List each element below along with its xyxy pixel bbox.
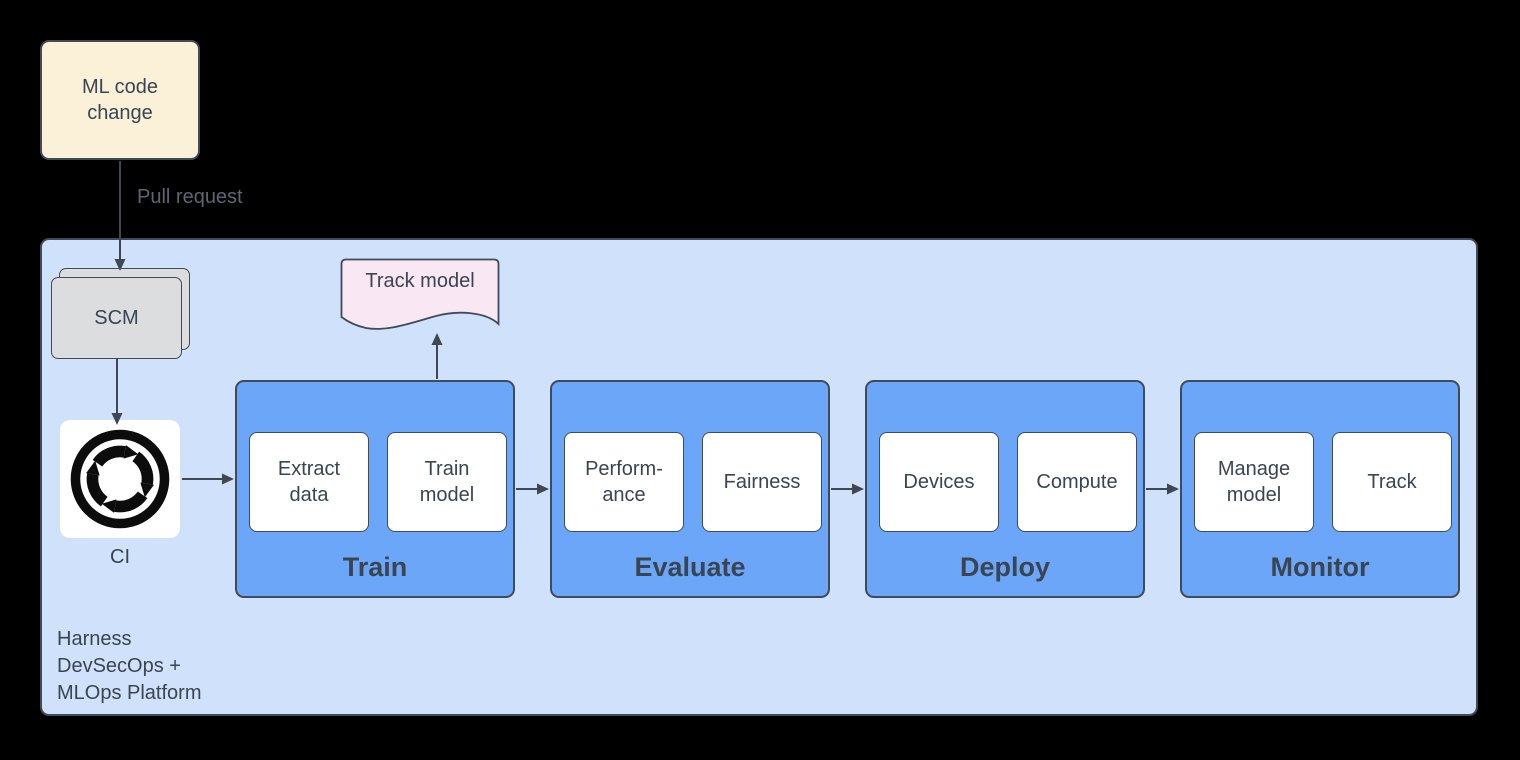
ci-label: CI (110, 546, 130, 568)
stage-deploy-label: Deploy (959, 552, 1051, 582)
evaluate-item-performance-label: Perform-ance (585, 458, 663, 506)
pull-request-label: Pull request (137, 186, 243, 208)
stage-evaluate[interactable]: Perform-ance Fairness Evaluate (550, 380, 830, 598)
monitor-item-manage-model[interactable]: Manage model (1194, 432, 1314, 532)
stage-train-label: Train (342, 552, 408, 582)
platform-label: Harness DevSecOps + MLOps Platform (57, 626, 201, 707)
stage-deploy[interactable]: Devices Compute Deploy (865, 380, 1145, 598)
track-model-label: Track model (365, 270, 475, 292)
deploy-item-devices[interactable]: Devices (879, 432, 999, 532)
stage-monitor[interactable]: Manage model Track Monitor (1180, 380, 1460, 598)
scm-label: SCM (94, 306, 139, 329)
stage-monitor-label: Monitor (1270, 552, 1370, 582)
platform-label-line-3: MLOps Platform (57, 682, 202, 704)
scm-node[interactable]: SCM (51, 277, 182, 359)
track-model-node[interactable]: Track model (340, 258, 500, 334)
monitor-item-track[interactable]: Track (1332, 432, 1452, 532)
ml-code-change-node[interactable]: ML code change (40, 40, 200, 160)
stage-train[interactable]: Extract data Train model Train (235, 380, 515, 598)
monitor-item-track-label: Track (1367, 471, 1417, 493)
platform-label-line-1: Harness (57, 628, 132, 650)
document-shape-icon (340, 258, 500, 330)
deploy-item-compute-label: Compute (1036, 471, 1118, 493)
ci-node[interactable] (60, 420, 180, 538)
train-item-extract-data[interactable]: Extract data (249, 432, 369, 532)
train-item-extract-data-label: Extract data (277, 458, 341, 506)
stage-evaluate-label: Evaluate (634, 552, 746, 582)
evaluate-item-fairness[interactable]: Fairness (702, 432, 822, 532)
evaluate-item-performance[interactable]: Perform-ance (564, 432, 684, 532)
train-item-train-model-label: Train model (419, 458, 475, 506)
deploy-item-compute[interactable]: Compute (1017, 432, 1137, 532)
evaluate-item-fairness-label: Fairness (723, 471, 801, 493)
monitor-item-manage-model-label: Manage model (1217, 458, 1291, 506)
ml-code-change-label: ML code change (82, 76, 158, 124)
deploy-item-devices-label: Devices (903, 471, 975, 493)
ci-cycle-icon (70, 429, 170, 529)
platform-label-line-2: DevSecOps + (57, 655, 181, 677)
train-item-train-model[interactable]: Train model (387, 432, 507, 532)
